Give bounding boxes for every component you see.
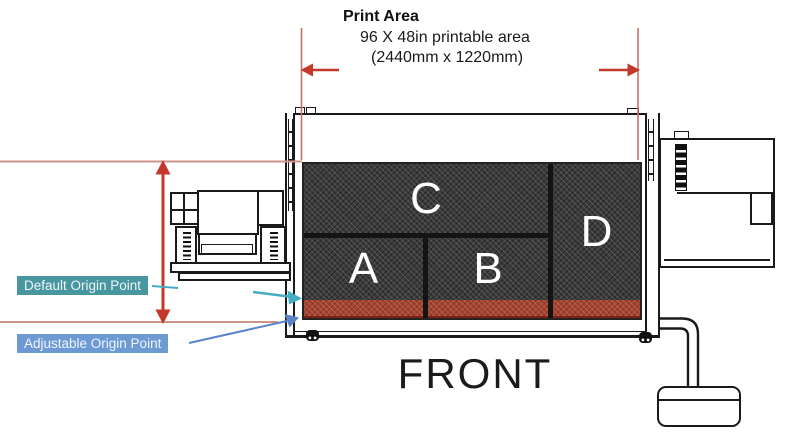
machine-bottom-edge: [285, 335, 660, 338]
carriage-grid: [170, 192, 199, 225]
print-area-heading: Print Area: [343, 8, 419, 25]
carriage-base-bar-lower: [178, 272, 291, 281]
zone-a-label: A: [348, 244, 379, 293]
origin-strip: [304, 300, 640, 318]
extension-notch: [750, 192, 773, 225]
zone-b-label: B: [473, 244, 503, 293]
energy-chain: [675, 144, 687, 191]
spring-coil: [183, 232, 191, 260]
front-label: FRONT: [397, 350, 553, 397]
extension-divider: [677, 192, 773, 194]
right-caster: [639, 332, 652, 343]
zone-divider-bd: [548, 164, 553, 318]
carriage-spring-housing-right: [260, 226, 286, 264]
pump-box-line: [659, 399, 739, 401]
right-extension-unit: [659, 138, 775, 268]
print-area-size: 96 X 48in printable area: [360, 29, 530, 46]
machine-top-tab: [306, 107, 316, 114]
machine-top-tab: [627, 108, 639, 114]
machine-left-frame: [285, 113, 295, 338]
machine-top-edge: [285, 113, 660, 116]
spring-coil: [270, 232, 278, 260]
print-area-metric: (2440mm x 1220mm): [371, 49, 524, 66]
pump-box: [657, 386, 741, 427]
machine-right-frame: [645, 113, 660, 338]
carriage-tray-bar: [201, 244, 253, 254]
zone-divider-horizontal: [304, 233, 553, 238]
right-frame-rail: [648, 119, 654, 181]
printable-bed: C A B D: [302, 162, 642, 320]
carriage-spring-housing-left: [175, 226, 197, 264]
default-origin-callout: Default Origin Point: [17, 276, 149, 295]
left-caster: [306, 330, 319, 341]
print-zone-hatch: [304, 164, 640, 318]
extension-bottom-line: [664, 259, 770, 261]
extension-top-tab: [674, 131, 689, 139]
machine-bottom-inner-edge: [293, 331, 645, 332]
printhead-carriage: [168, 188, 293, 283]
zone-d-label: D: [580, 207, 613, 256]
adjustable-origin-callout: Adjustable Origin Point: [17, 334, 169, 353]
zone-c-label: C: [410, 173, 442, 223]
machine-top-tab: [295, 107, 305, 114]
carriage-right-panel: [257, 190, 284, 226]
carriage-body: [197, 190, 259, 235]
zone-divider-ab: [423, 233, 428, 318]
left-frame-rail: [287, 119, 293, 211]
